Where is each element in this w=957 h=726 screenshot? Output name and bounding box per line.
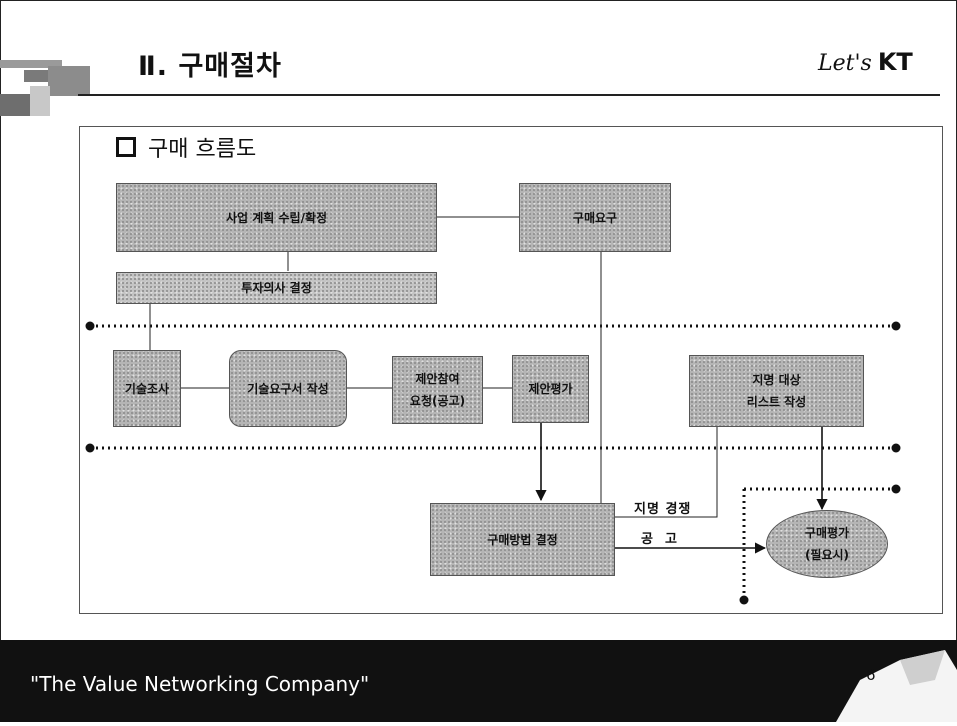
logo-lets: Let's — [818, 51, 872, 76]
node-purchase-evaluation-label: 구매평가 (필요시) — [804, 526, 850, 562]
node-investment-decision: 투자의사 결정 — [116, 272, 437, 304]
title-decoration — [0, 60, 90, 116]
node-purchase-method-label: 구매방법 결정 — [487, 532, 558, 547]
node-tech-requirements: 기술요구서 작성 — [229, 350, 347, 427]
node-designated-list-label: 지명 대상 리스트 작성 — [746, 373, 807, 409]
node-purchase-request: 구매요구 — [519, 183, 671, 252]
diagram-frame — [79, 126, 943, 614]
node-tech-survey: 기술조사 — [113, 350, 181, 427]
node-purchase-evaluation: 구매평가 (필요시) — [766, 510, 888, 578]
logo-kt: KT — [877, 48, 913, 76]
node-business-plan: 사업 계획 수립/확정 — [116, 183, 437, 252]
node-investment-decision-label: 투자의사 결정 — [241, 281, 312, 295]
node-proposal-evaluation: 제안평가 — [512, 355, 589, 423]
phase-separators — [90, 324, 896, 600]
edge-label-designated-competition: 지명 경쟁 — [634, 502, 692, 517]
node-designated-list: 지명 대상 리스트 작성 — [689, 355, 864, 427]
node-tech-survey-label: 기술조사 — [124, 381, 170, 396]
node-business-plan-label: 사업 계획 수립/확정 — [225, 210, 328, 225]
title-underline — [78, 94, 940, 96]
page-number: 6 — [866, 666, 876, 684]
square-bullet-icon — [116, 137, 136, 157]
footer-page-decoration — [836, 650, 957, 722]
page-title: Ⅱ. 구매절차 — [138, 51, 282, 82]
flow-lines — [149, 216, 718, 518]
node-tech-requirements-label: 기술요구서 작성 — [247, 381, 329, 396]
edge-label-public-notice: 공 고 — [641, 532, 678, 547]
node-proposal-request: 제안참여 요청(공고) — [392, 356, 483, 424]
node-proposal-request-label: 제안참여 요청(공고) — [409, 372, 466, 408]
footer-bar — [0, 640, 957, 722]
flow-arrows — [535, 420, 828, 554]
node-purchase-method: 구매방법 결정 — [430, 503, 615, 576]
node-proposal-evaluation-label: 제안평가 — [528, 382, 573, 396]
subtitle-text: 구매 흐름도 — [148, 137, 257, 162]
separator-endpoints — [85, 321, 901, 605]
footer-slogan: "The Value Networking Company" — [30, 672, 370, 696]
diagram-subtitle: 구매 흐름도 — [116, 131, 256, 163]
node-purchase-request-label: 구매요구 — [572, 210, 618, 225]
